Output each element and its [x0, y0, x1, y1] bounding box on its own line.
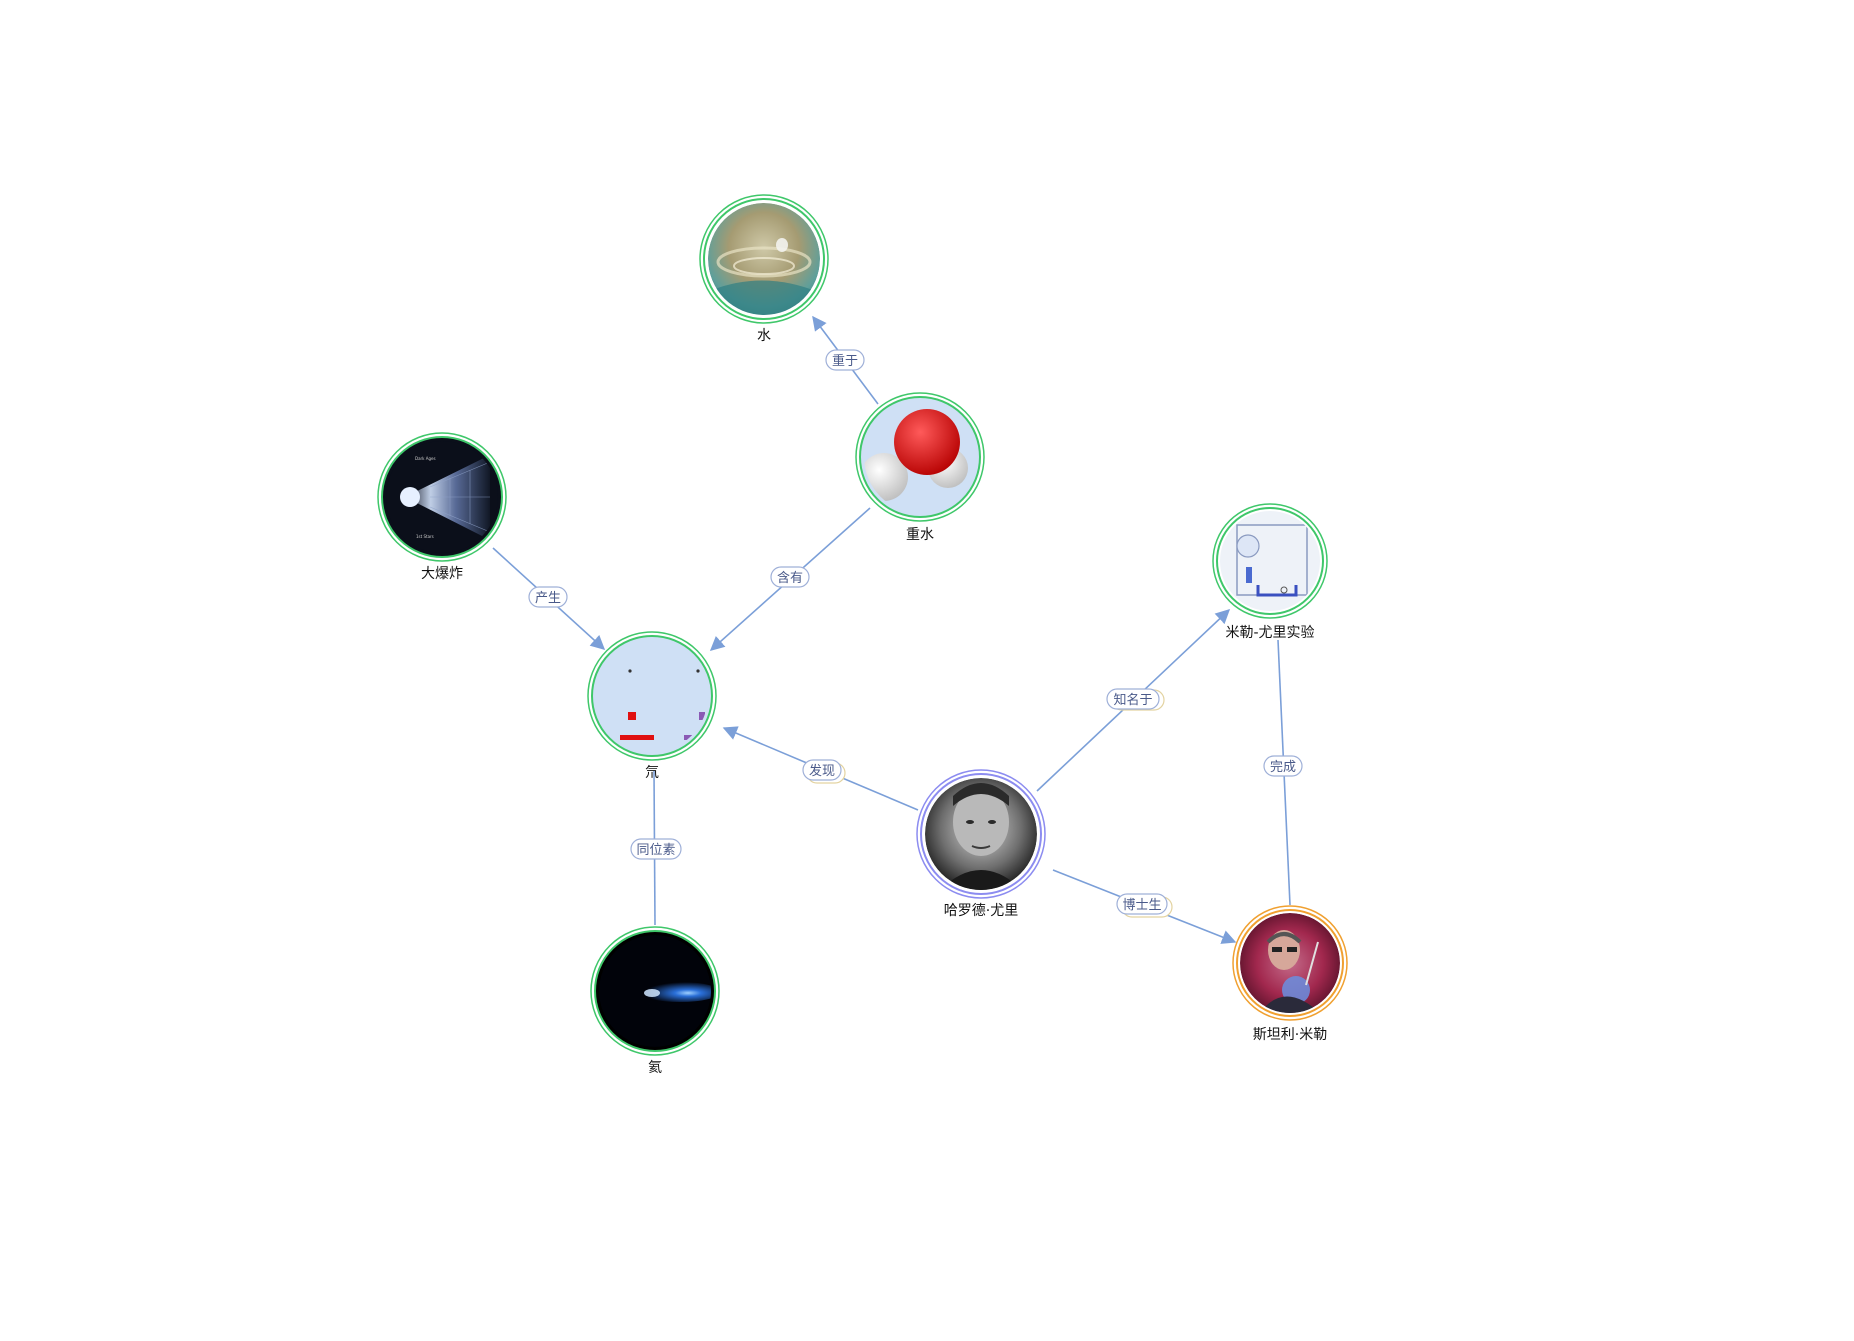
node-harold-urey[interactable]: 哈罗德·尤里	[916, 769, 1046, 919]
node-stanley-miller[interactable]: 斯坦利·米勒	[1232, 905, 1348, 1043]
node-label-tritium: 氦	[648, 1060, 662, 1076]
plasma-glow-image	[599, 935, 711, 1047]
svg-text:1st Stars: 1st Stars	[416, 534, 434, 539]
node-label-big-bang: 大爆炸	[421, 566, 463, 582]
edge-label-text: 发现	[809, 763, 835, 779]
edge-label-text: 知名于	[1113, 692, 1152, 708]
water-molecule-image	[864, 401, 976, 513]
edge-label-text: 完成	[1270, 760, 1296, 775]
svg-text:Dark Ages: Dark Ages	[415, 456, 436, 461]
edge-label-doctoral-student[interactable]: 博士生	[1116, 893, 1173, 918]
edge-label-known-for[interactable]: 知名于	[1106, 688, 1165, 711]
node-label-heavy-water: 重水	[906, 527, 934, 543]
edge-label-isotope[interactable]: 同位素	[630, 838, 682, 860]
node-tritium[interactable]: 氦	[590, 926, 720, 1076]
edge-label-heavier-than[interactable]: 重于	[825, 349, 865, 371]
node-label-harold-urey: 哈罗德·尤里	[944, 903, 1018, 919]
edge-label-produces[interactable]: 产生	[528, 586, 568, 608]
edge-label-completed[interactable]: 完成	[1263, 755, 1303, 777]
edge-label-text: 同位素	[636, 843, 675, 858]
edge-label-discovered[interactable]: 发现	[802, 759, 846, 784]
edge-label-text: 含有	[777, 570, 803, 586]
portrait-photo-image	[1240, 913, 1340, 1013]
apparatus-diagram-image	[1220, 511, 1320, 611]
portrait-photo-image	[925, 778, 1037, 890]
universe-diagram-image: Dark Ages 1st Stars	[386, 441, 498, 553]
node-label-water: 水	[757, 328, 771, 344]
edge-label-contains[interactable]: 含有	[770, 566, 810, 588]
node-heavy-water[interactable]: 重水	[855, 392, 985, 543]
node-label-miller-urey-experiment: 米勒-尤里实验	[1225, 625, 1314, 641]
isotope-diagram-image	[596, 640, 708, 752]
edge-label-text: 产生	[535, 591, 561, 606]
edge-labels-layer: 重于 含有 产生 发现 同位素 知名于 博士生	[528, 349, 1303, 918]
node-label-stanley-miller: 斯坦利·米勒	[1253, 1027, 1327, 1043]
edge-label-text: 重于	[832, 353, 858, 369]
node-label-protium: 氘	[645, 765, 659, 781]
edge-label-text: 博士生	[1122, 898, 1161, 913]
node-protium[interactable]: 氘	[587, 631, 717, 781]
node-water[interactable]: 水	[699, 194, 829, 344]
node-big-bang[interactable]: Dark Ages 1st Stars 大爆炸	[377, 432, 507, 582]
node-miller-urey-experiment[interactable]: 米勒-尤里实验	[1212, 503, 1328, 641]
